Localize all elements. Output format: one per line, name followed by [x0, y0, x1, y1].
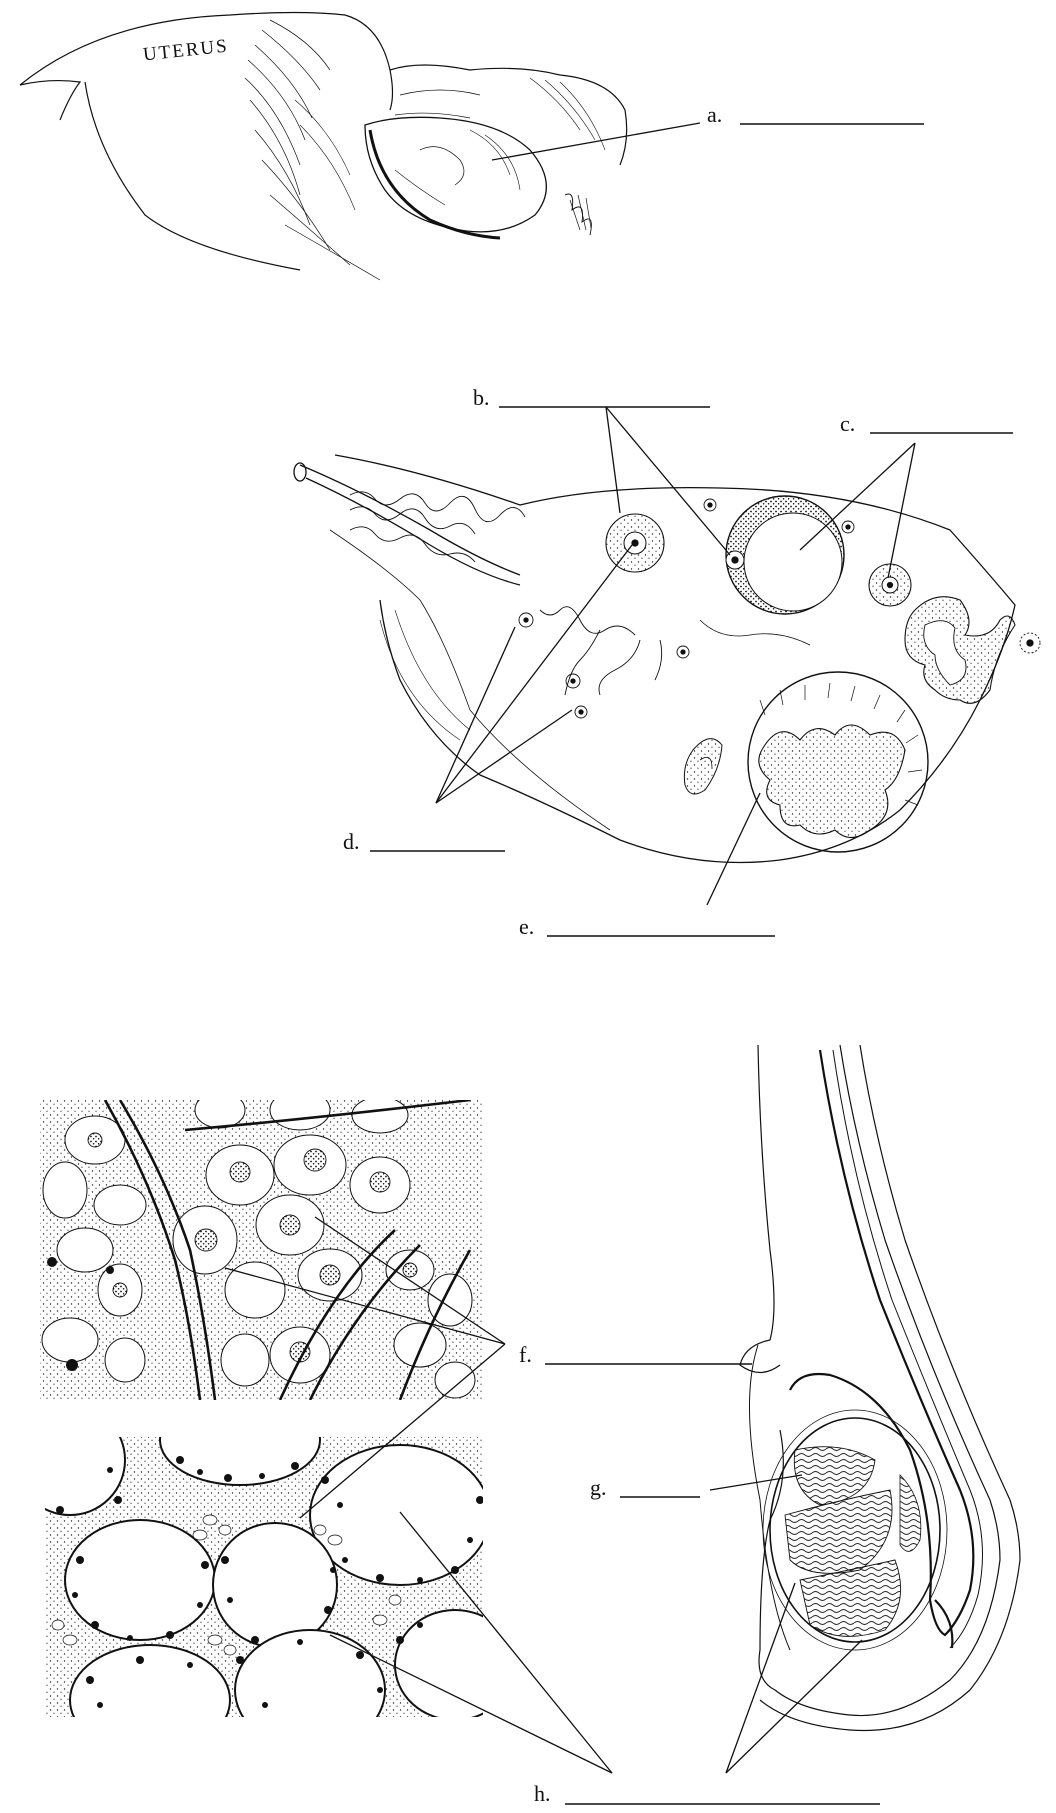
- leader-line-b1: [606, 407, 620, 513]
- label-a: a.: [707, 104, 722, 126]
- label-d: d.: [343, 831, 360, 853]
- tissue-section-f: [40, 1090, 482, 1400]
- leader-line-c1: [800, 443, 915, 550]
- tissue-section-h: [15, 1395, 515, 1755]
- label-c: c.: [840, 413, 855, 435]
- ovary-section-drawing: [294, 455, 1040, 863]
- leader-line-h4: [726, 1640, 862, 1773]
- leader-line-e: [707, 793, 760, 905]
- uterus-ovary-drawing: [20, 13, 627, 281]
- testis-drawing: [740, 1045, 1020, 1731]
- leader-line-a: [492, 123, 700, 160]
- label-e: e.: [519, 916, 534, 938]
- label-h: h.: [534, 1783, 551, 1805]
- leader-line-d1: [436, 545, 632, 803]
- label-g: g.: [590, 1477, 607, 1499]
- label-b: b.: [473, 387, 490, 409]
- label-f: f.: [519, 1344, 532, 1366]
